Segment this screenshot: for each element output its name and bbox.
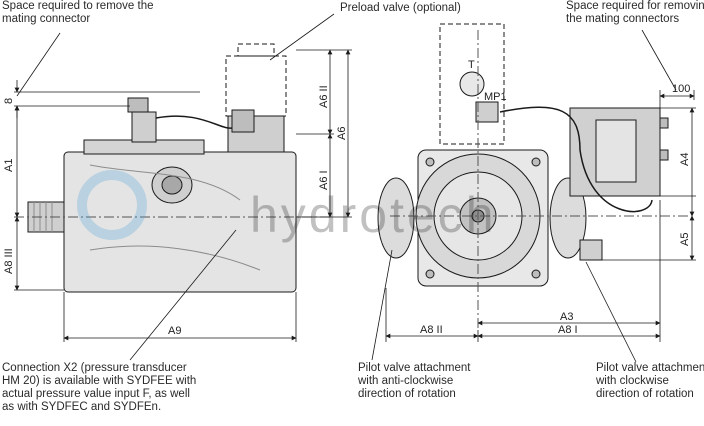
preload-valve-outline: [225, 55, 287, 117]
pilot-cable-right: [499, 106, 653, 213]
callout-line: with clockwise: [596, 375, 669, 387]
callout-mating-space-right: Space required for removing the mating c…: [566, 0, 704, 26]
callout-pilot-anticlockwise: Pilot valve attachment with anti-clockwi…: [358, 362, 471, 401]
callout-line: direction of rotation: [358, 388, 456, 400]
dim-a1: A1: [3, 159, 15, 172]
pilot-fitting-right: [579, 239, 603, 261]
callout-pilot-clockwise: Pilot valve attachment with clockwise di…: [596, 362, 704, 401]
right-dimensions: [385, 90, 696, 342]
callout-line: mating connector: [2, 13, 91, 25]
transducer-cable: [155, 115, 233, 129]
callout-mating-space-left: Space required to remove the mating conn…: [2, 0, 154, 26]
transducer-connector: [127, 97, 149, 113]
callout-line: as with SYDFEC and SYDFEn.: [2, 401, 162, 413]
callout-line: with anti-clockwise: [358, 375, 454, 387]
housing-contour-2: [89, 245, 261, 271]
right-pilot-boss: [549, 177, 587, 259]
callout-line: the mating connectors: [566, 13, 680, 25]
callout-line: Pilot valve attachment: [596, 362, 704, 374]
preload-valve-outline-front: [439, 23, 505, 145]
dim-8: 8: [3, 98, 15, 104]
callout-line: Space required to remove the: [2, 0, 154, 12]
label-mp1: MP1: [484, 91, 507, 103]
watermark-text: hydrotech: [250, 187, 497, 243]
callout-preload-valve: Preload valve (optional): [340, 2, 461, 14]
connector-housing: [231, 109, 255, 133]
callout-line: Connection X2 (pressure transducer: [2, 362, 187, 374]
mp1-fitting: [475, 101, 499, 123]
left-pilot-boss: [377, 177, 415, 259]
callout-line: HM 20) is available with SYDFEE with: [2, 375, 197, 387]
dim-a8-i: A8 I: [558, 324, 578, 336]
left-dimensions: [14, 49, 352, 342]
pump-side-view: [14, 43, 330, 293]
callout-line: Space required for removing: [566, 0, 704, 12]
dim-a6-ii: A6 II: [318, 85, 330, 108]
dim-a3: A3: [560, 311, 573, 323]
dim-a8-ii: A8 II: [420, 324, 443, 336]
leader-lines: [16, 13, 677, 363]
housing-contour-1: [89, 164, 241, 201]
dimension-labels: 8 A1 A8 III A9 A6 II A6 I A6 100 A4 A5 A…: [3, 59, 691, 337]
callout-connection-x2: Connection X2 (pressure transducer HM 20…: [2, 362, 196, 414]
watermark-logo-icon: [77, 170, 147, 240]
callout-line: direction of rotation: [596, 388, 694, 400]
pressure-transducer: [131, 111, 157, 143]
callout-line: Pilot valve attachment: [358, 362, 471, 374]
dim-a4: A4: [679, 153, 691, 166]
pump-port: [161, 175, 183, 195]
pump-front-view: [377, 23, 690, 330]
dim-a6-i: A6 I: [318, 170, 330, 190]
port-t-circle: [459, 71, 485, 97]
dim-100: 100: [672, 83, 690, 95]
dim-a6: A6: [336, 127, 348, 140]
callout-line: actual pressure value input F, as well: [2, 388, 190, 400]
dim-a8-iii: A8 III: [3, 248, 15, 274]
label-port-t: T: [468, 59, 475, 71]
dim-a5: A5: [679, 233, 691, 246]
preload-valve-cap: [237, 43, 275, 57]
dim-a9: A9: [168, 325, 181, 337]
